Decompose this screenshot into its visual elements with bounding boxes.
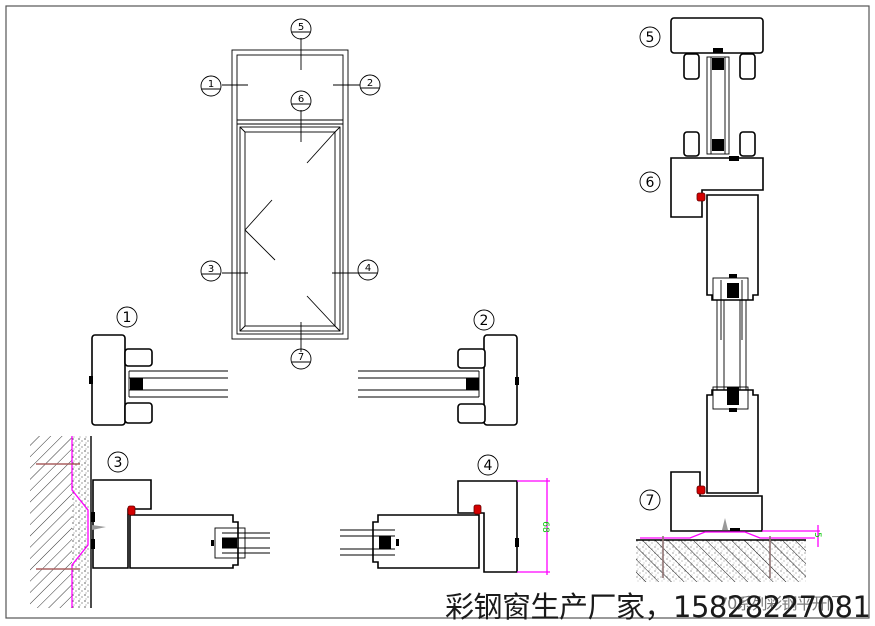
- detail-6: 6: [639, 156, 764, 340]
- section-marker-3[interactable]: 3: [200, 260, 222, 282]
- detail-4: 4 68: [340, 454, 550, 575]
- section-marker-label: 7: [298, 352, 304, 363]
- detail-label: 5: [646, 30, 655, 46]
- section-marker-4[interactable]: 4: [357, 259, 379, 281]
- detail-label: 4: [484, 458, 493, 474]
- sill-dimension: 5: [812, 532, 822, 538]
- detail-label: 2: [480, 313, 489, 329]
- section-marker-label: 4: [365, 263, 371, 274]
- section-marker-label: 3: [208, 264, 214, 275]
- detail-1: 1: [89, 306, 228, 426]
- section-marker-1[interactable]: 1: [200, 75, 222, 97]
- section-marker-label: 6: [298, 94, 304, 105]
- depth-dimension: 68: [540, 521, 550, 533]
- section-marker-label: 5: [298, 22, 304, 33]
- detail-label: 3: [114, 455, 123, 471]
- mortar-fill: [72, 436, 91, 608]
- watermark-text: 彩钢窗生产厂家，15828227081: [445, 590, 871, 624]
- detail-2: 2: [358, 309, 519, 426]
- detail-label: 6: [646, 175, 655, 191]
- detail-7: 7 5: [636, 386, 822, 582]
- glass-mid: [716, 300, 747, 390]
- drawing-title: 70系列彩钢平开门: [718, 594, 842, 613]
- detail-5: 5: [639, 17, 764, 157]
- section-marker-label: 1: [208, 79, 214, 90]
- detail-3: 3: [30, 436, 270, 608]
- door-elevation: [222, 38, 360, 352]
- drawing-border: [5, 5, 870, 619]
- wall-hatch: [30, 436, 72, 608]
- detail-label: 1: [123, 310, 132, 326]
- section-marker-5[interactable]: 5: [290, 18, 312, 40]
- detail-label: 7: [646, 493, 655, 509]
- section-marker-2[interactable]: 2: [359, 74, 381, 96]
- section-marker-label: 2: [367, 78, 373, 89]
- section-marker-7[interactable]: 7: [290, 348, 312, 370]
- section-marker-6[interactable]: 6: [290, 90, 312, 112]
